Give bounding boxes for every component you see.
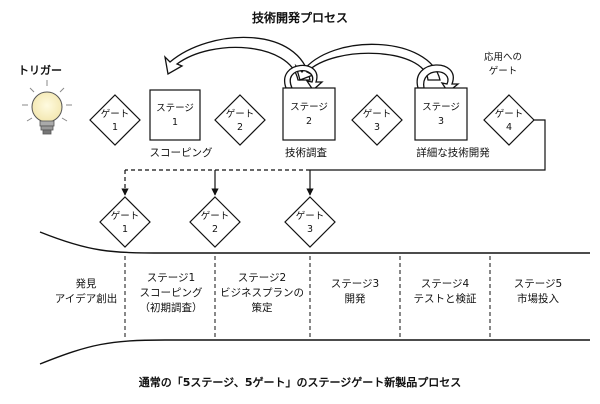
np-gate-1-number: 1 [122, 224, 128, 235]
application-gate-label: 応用への ゲート [484, 51, 522, 77]
application-gate-label-line2: ゲート [489, 65, 518, 77]
np-stage-2: ステージ2 ビジネスプランの 策定 [220, 272, 304, 314]
loop-arrow-stage3-to-stage2 [294, 43, 441, 81]
np-stage-2-line1: ステージ2 [238, 272, 286, 284]
np-stage-1: ステージ1 スコーピング （初期調査） [140, 272, 203, 314]
tech-gate-2-label: ゲート [226, 108, 255, 120]
np-stage-4-line1: ステージ4 [421, 278, 470, 290]
tech-stage-1-number: 1 [172, 117, 178, 128]
tech-gate-3-label: ゲート [363, 108, 392, 120]
np-stage-3-line1: ステージ3 [331, 278, 379, 290]
np-stage-3: ステージ3 開発 [331, 278, 379, 305]
tech-stage-1-label: ステージ [156, 103, 194, 114]
np-stage-5-line2: 市場投入 [517, 292, 559, 305]
np-stage-4-line2: テストと検証 [414, 292, 477, 305]
tech-stage-3-caption: 詳細な技術開発 [416, 146, 490, 159]
tech-gate-1-label: ゲート [101, 108, 130, 120]
tech-stage-2-number: 2 [306, 116, 312, 127]
tech-gate-4: ゲート 4 [483, 94, 535, 146]
tech-gate-2-number: 2 [237, 122, 243, 133]
tech-stage-3-label: ステージ [422, 102, 460, 113]
tech-gate-1-number: 1 [112, 122, 118, 133]
tech-stage-2-label: ステージ [290, 102, 328, 113]
np-stage-discovery-line1: 発見 [76, 277, 97, 290]
loop-arrow-stage2-to-stage1 [164, 36, 311, 81]
tech-gate-2: ゲート 2 [214, 94, 266, 146]
application-gate-label-line1: 応用への [484, 51, 522, 63]
np-stage-2-line2: ビジネスプランの [220, 287, 304, 299]
np-stage-2-line3: 策定 [252, 301, 273, 314]
np-gate-2: ゲート 2 [189, 196, 241, 248]
np-gate-3-label: ゲート [296, 210, 325, 222]
tech-gate-3: ゲート 3 [351, 94, 403, 146]
connector-lines [121, 119, 546, 196]
lightbulb-icon [22, 80, 72, 135]
tech-stage-3: ステージ 3 詳細な技術開発 [414, 87, 490, 159]
np-gate-1-label: ゲート [111, 210, 140, 222]
np-stage-4: ステージ4 テストと検証 [414, 278, 477, 305]
np-gate-3: ゲート 3 [284, 196, 336, 248]
iteration-arrows [164, 36, 460, 93]
trigger-label: トリガー [18, 63, 62, 77]
tech-gate-4-number: 4 [506, 122, 512, 133]
np-gate-3-number: 3 [307, 224, 313, 235]
np-gate-1: ゲート 1 [99, 196, 151, 248]
tech-stage-1-caption: スコーピング [150, 146, 213, 159]
np-stage-5-line1: ステージ5 [514, 278, 562, 290]
self-loop-stage2 [283, 64, 324, 91]
np-stage-5: ステージ5 市場投入 [514, 278, 562, 305]
np-stage-1-line1: ステージ1 [147, 272, 195, 284]
np-stage-1-line3: （初期調査） [140, 301, 203, 314]
tech-gate-4-label: ゲート [495, 108, 524, 120]
np-stage-discovery-line2: アイデア創出 [55, 292, 117, 305]
tech-stage-2-caption: 技術調査 [285, 146, 327, 159]
tech-stage-3-number: 3 [438, 116, 444, 127]
process-title: 技術開発プロセス [252, 10, 348, 25]
np-gate-2-label: ゲート [201, 210, 230, 222]
diagram-caption: 通常の「5ステージ、5ゲート」のステージゲート新製品プロセス [139, 375, 462, 389]
funnel-outline [39, 231, 590, 365]
tech-stage-1: ステージ 1 スコーピング [149, 89, 213, 159]
tech-stage-2: ステージ 2 技術調査 [282, 87, 336, 159]
np-stage-1-line2: スコーピング [140, 286, 203, 299]
tech-gate-3-number: 3 [374, 122, 380, 133]
np-gate-2-number: 2 [212, 224, 218, 235]
np-stage-3-line2: 開発 [345, 292, 366, 305]
np-stage-discovery: 発見 アイデア創出 [55, 277, 117, 305]
tech-gate-1: ゲート 1 [89, 94, 141, 146]
